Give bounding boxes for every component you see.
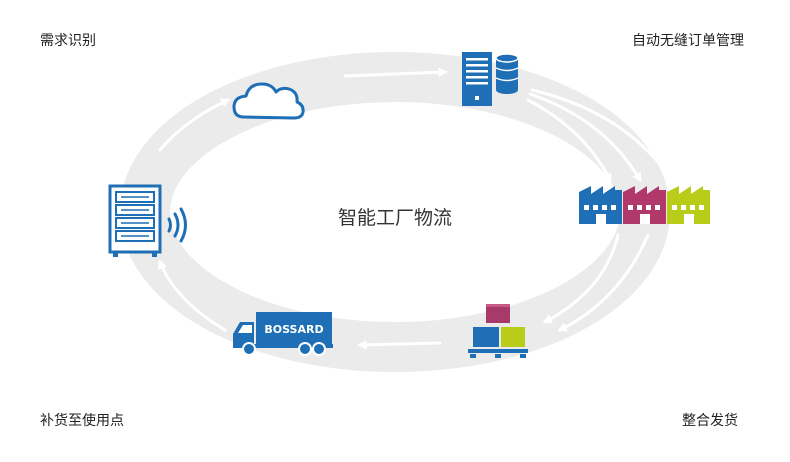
factory-icon: [623, 186, 666, 224]
cycle-arrows: [158, 67, 674, 350]
arrow-left-up: [158, 98, 231, 152]
label-demand-recognition: 需求识别: [40, 33, 96, 49]
smart-bin-icon: [108, 184, 162, 257]
arrow-factory-to-pallet-1: [542, 233, 620, 324]
server-database-icon: [462, 52, 519, 106]
label-consolidated-shipping: 整合发货: [682, 413, 738, 429]
cloud-icon: [232, 82, 305, 120]
factory-icon: [667, 186, 710, 224]
arrow-truck-to-bin: [158, 259, 227, 332]
arrow-server-to-factory-1: [526, 98, 612, 183]
arrow-factory-to-pallet-2: [557, 233, 650, 332]
pallet-boxes-icon: [468, 304, 528, 358]
truck-brand-text: BOSSARD: [264, 323, 323, 336]
delivery-truck-icon: BOSSARD: [233, 312, 333, 356]
label-order-management: 自动无缝订单管理: [632, 33, 744, 49]
arrow-server-to-factory-3: [530, 88, 674, 183]
arrow-server-to-factory-2: [528, 92, 642, 183]
diagram-title: 智能工厂物流: [337, 207, 452, 229]
factory-icon: [579, 186, 622, 224]
arrow-pallet-to-truck: [357, 340, 442, 350]
label-replenishment: 补货至使用点: [40, 413, 124, 429]
wireless-signal-icon: [167, 207, 187, 243]
arrow-cloud-to-server: [343, 67, 448, 78]
